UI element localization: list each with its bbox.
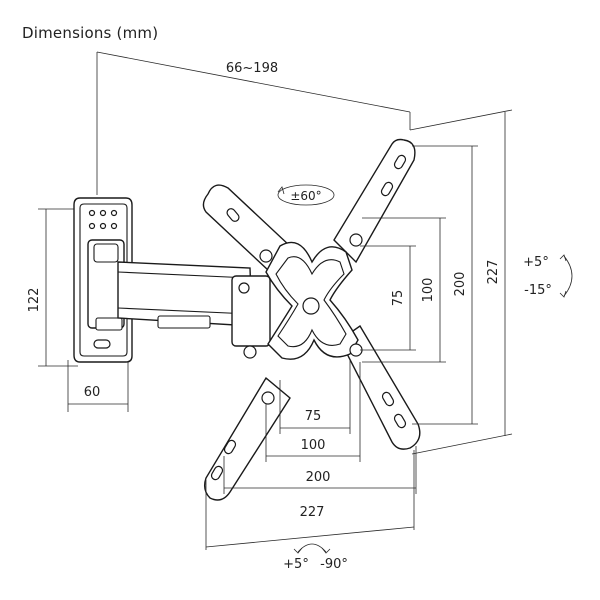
vesa-horizontal-200-dimension: 200 xyxy=(223,446,417,494)
rotation-indicator: +5° -90° xyxy=(283,543,348,572)
vesa-vertical-100-label: 100 xyxy=(421,278,436,303)
vesa-horizontal-200-label: 200 xyxy=(306,470,331,485)
wall-plate-height-label: 122 xyxy=(27,288,42,313)
tilt-indicator: +5° -15° xyxy=(523,254,573,298)
vesa-vertical-200-dimension: 200 xyxy=(412,145,478,425)
vesa-horizontal-227-dimension: 227 xyxy=(205,450,415,550)
swivel-indicator: ±60° xyxy=(277,184,335,206)
vesa-vertical-75-label: 75 xyxy=(391,290,406,307)
tilt-down-label: -15° xyxy=(524,283,552,298)
swivel-label: ±60° xyxy=(290,189,321,203)
wall-plate-height-dimension: 122 xyxy=(27,208,78,367)
vesa-vertical-200-label: 200 xyxy=(453,272,468,297)
wall-plate-width-label: 60 xyxy=(84,385,101,400)
tilt-up-label: +5° xyxy=(523,255,549,270)
vesa-vertical-227-label: 227 xyxy=(486,260,501,285)
vesa-horizontal-100-dimension: 100 xyxy=(265,362,361,462)
arm-extension-dimension: 66~198 xyxy=(96,51,411,195)
vesa-vertical-227-dimension: 227 xyxy=(409,109,513,455)
rotate-right-label: -90° xyxy=(320,557,348,572)
rotate-left-label: +5° xyxy=(283,557,309,572)
vesa-horizontal-75-dimension: 75 xyxy=(279,360,351,434)
diagram-title: Dimensions (mm) xyxy=(22,24,159,42)
extension-arm xyxy=(87,239,271,359)
vesa-horizontal-75-label: 75 xyxy=(305,409,322,424)
arm-extension-label: 66~198 xyxy=(226,61,278,76)
vesa-horizontal-100-label: 100 xyxy=(301,438,326,453)
vesa-vertical-100-dimension: 100 xyxy=(362,217,446,363)
vesa-vertical-75-dimension: 75 xyxy=(360,245,416,351)
wall-plate-width-dimension: 60 xyxy=(67,360,129,412)
vesa-horizontal-227-label: 227 xyxy=(300,505,325,520)
vesa-bracket xyxy=(202,138,421,501)
